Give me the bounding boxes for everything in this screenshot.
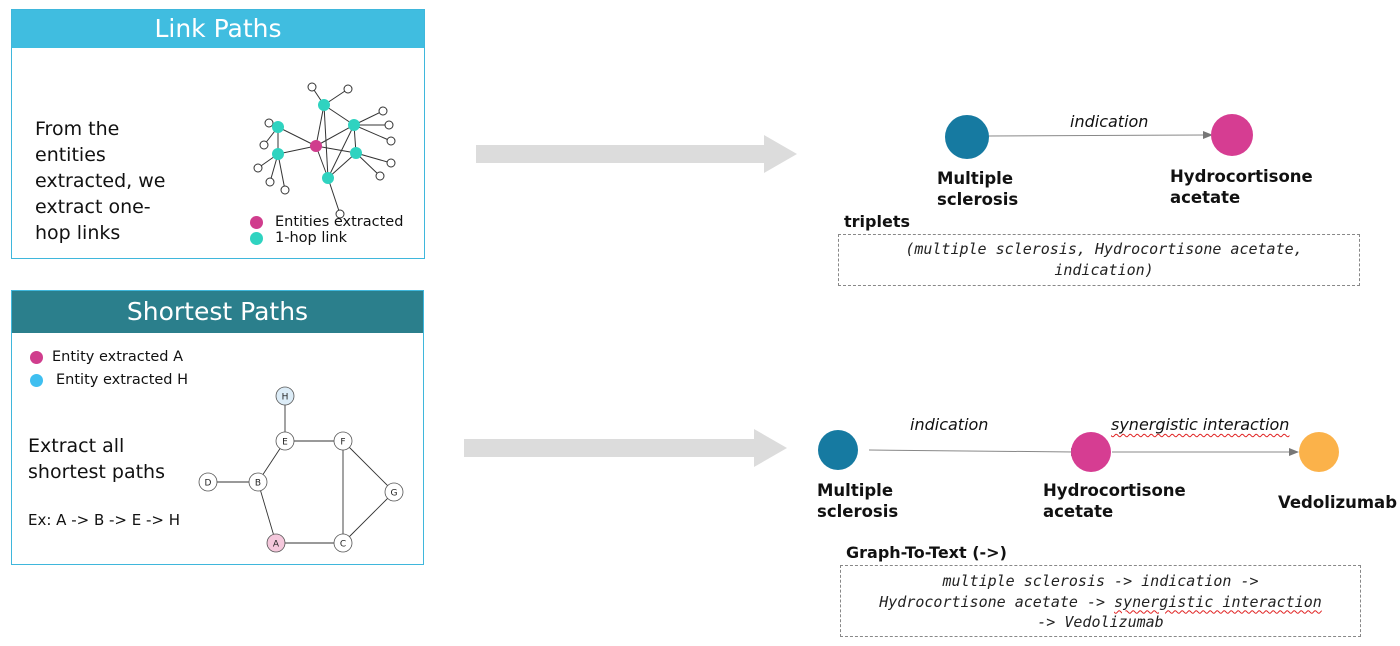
arrow-right-icon [476, 135, 797, 173]
link-paths-title: Link Paths [12, 10, 424, 48]
teal-dot-icon [250, 231, 263, 245]
edge-label-indication: indication [1070, 112, 1149, 131]
legend-label: Entity extracted H [56, 372, 189, 388]
code-line-2-part-a: Hydrocortisone acetate -> [879, 592, 1115, 611]
node-label-b: B [255, 479, 261, 489]
node-hydrocortisone-acetate: Hydrocortisone acetate [1170, 167, 1313, 207]
node-multiple-sclerosis: Multiple sclerosis [817, 481, 899, 521]
node-label-g: G [391, 489, 398, 499]
node-label-c: C [340, 540, 346, 550]
legend-entity-h: Entity extracted H [30, 372, 188, 388]
edge-label-indication: indication [910, 415, 989, 434]
legend-one-hop-link: 1-hop link [250, 230, 347, 246]
link-paths-description: From the entities extracted, we extract … [35, 118, 166, 244]
path-example: Ex: A -> B -> E -> H [28, 511, 181, 529]
triplets-label: triplets [844, 212, 910, 231]
link-paths-panel: Link Paths From the entities extracted, … [11, 9, 425, 259]
graph-to-text-label: Graph-To-Text (->) [846, 543, 1007, 562]
shortest-path-graph: H E F D B G A C [198, 386, 404, 553]
node-label-f: F [340, 438, 345, 448]
blue-dot-icon [30, 373, 43, 387]
legend-label: 1-hop link [275, 230, 347, 246]
code-line-3: -> Vedolizumab [1037, 613, 1164, 631]
code-line-2: Hydrocortisone acetate -> synergistic in… [841, 592, 1360, 613]
triplet-code-text: (multiple sclerosis, Hydrocortisone acet… [905, 240, 1303, 279]
legend-label: Entity extracted A [52, 349, 184, 365]
edge-label-synergistic-interaction: synergistic interaction [1111, 415, 1290, 434]
graph-to-text-code-box: multiple sclerosis -> indication -> Hydr… [840, 565, 1361, 637]
arrow-right-icon [464, 429, 787, 467]
node-label-a: A [273, 540, 280, 550]
node-label-d: D [205, 479, 212, 489]
magenta-dot-icon [30, 350, 43, 364]
shortest-paths-description: Extract all shortest paths [28, 435, 165, 483]
node-hydrocortisone-acetate: Hydrocortisone acetate [1043, 481, 1186, 521]
legend-entity-a: Entity extracted A [30, 349, 183, 365]
code-line-2-part-b: synergistic interaction [1114, 592, 1322, 611]
node-vedolizumab: Vedolizumab [1278, 493, 1398, 512]
triplet-code-box: (multiple sclerosis, Hydrocortisone acet… [838, 234, 1360, 286]
code-line-1: multiple sclerosis -> indication -> [942, 572, 1259, 590]
node-label-h: H [282, 393, 289, 403]
one-hop-graph [253, 82, 396, 219]
magenta-dot-icon [250, 215, 263, 229]
shortest-paths-panel: Shortest Paths Entity extracted A Entity… [11, 290, 424, 565]
triplet-graph [945, 114, 1253, 159]
graph-to-text-graph [818, 430, 1339, 472]
legend-entities-extracted: Entities extracted [250, 214, 403, 230]
node-label-e: E [282, 438, 288, 448]
shortest-paths-title: Shortest Paths [12, 291, 423, 333]
node-multiple-sclerosis: Multiple sclerosis [937, 169, 1019, 209]
legend-label: Entities extracted [275, 214, 404, 230]
